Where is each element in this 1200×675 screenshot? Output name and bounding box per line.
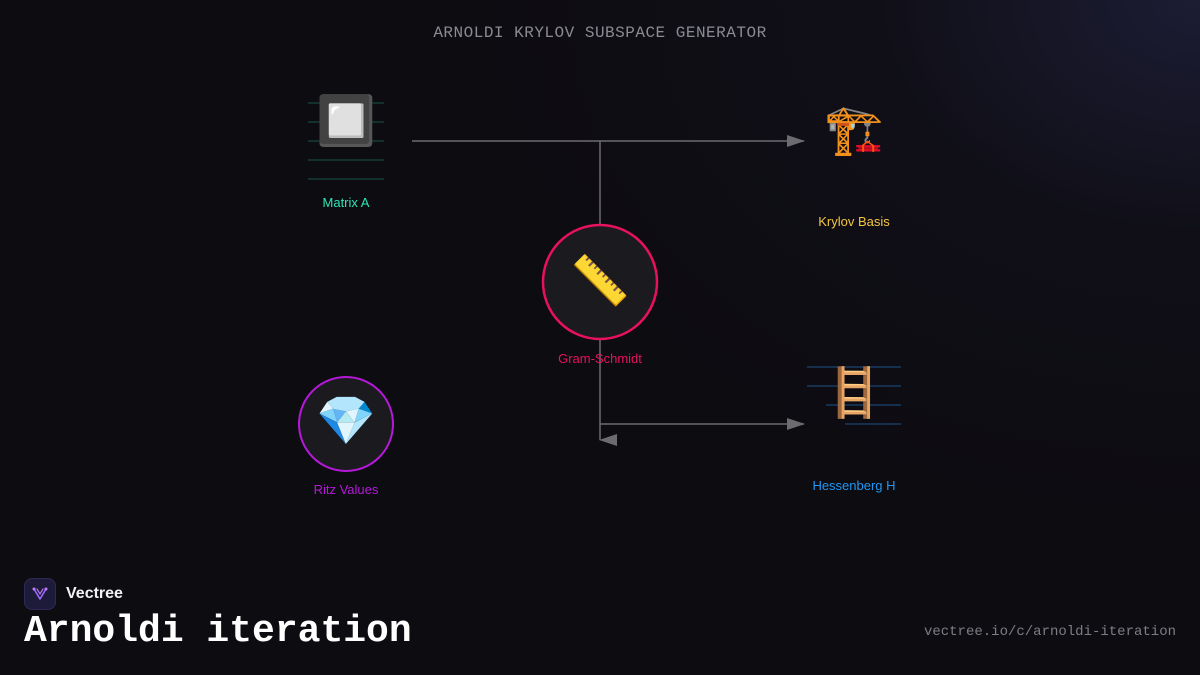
matrix-a-label: Matrix A (322, 195, 370, 210)
page-headline: Arnoldi iteration (24, 610, 412, 653)
krylov-basis-label: Krylov Basis (818, 214, 890, 229)
diagram-title: ARNOLDI KRYLOV SUBSPACE GENERATOR (433, 24, 767, 42)
ritz-values-node-circle[interactable] (298, 376, 394, 472)
ruler-icon: 📏 (570, 253, 630, 309)
source-url[interactable]: vectree.io/c/arnoldi-iteration (923, 624, 1176, 640)
hessenberg-stair-lines (807, 366, 901, 425)
construction-crane-icon[interactable]: 🏗️ (824, 102, 884, 158)
ladder-icon[interactable]: 🪜 (824, 365, 884, 421)
vectree-logo-icon (24, 578, 56, 610)
gem-icon: 💎 (316, 393, 376, 449)
brand-name: Vectree (66, 585, 123, 602)
hessenberg-h-label: Hessenberg H (812, 478, 896, 493)
gram-schmidt-label: Gram-Schmidt (558, 351, 642, 366)
gram-schmidt-node-circle[interactable] (541, 223, 659, 341)
square-button-icon[interactable]: 🔲 (316, 93, 376, 149)
matrix-grid-lines (308, 102, 384, 180)
brand[interactable]: Vectree (24, 577, 123, 611)
ritz-values-label: Ritz Values (313, 482, 379, 497)
